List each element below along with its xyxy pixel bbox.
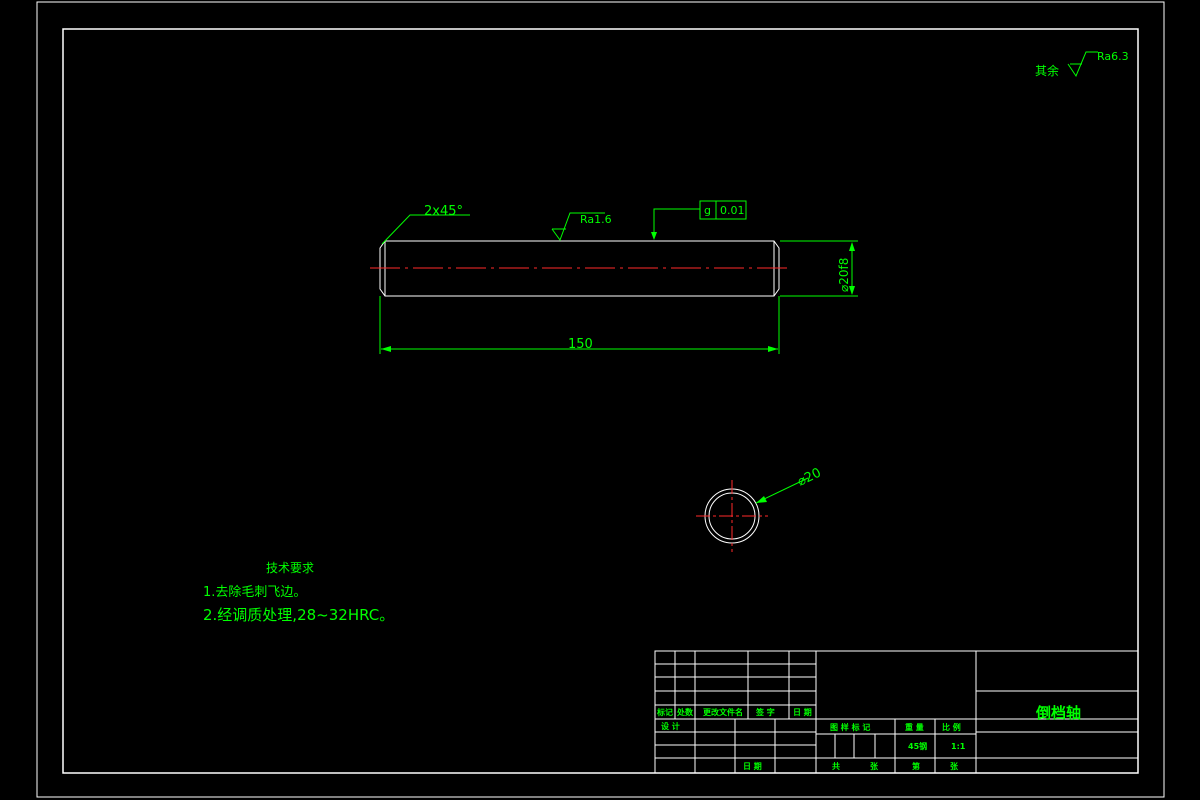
section-diameter-text: ⌀20 xyxy=(795,465,823,489)
chamfer-callout: 2x45° xyxy=(381,204,470,245)
length-dim: 150 xyxy=(379,296,780,354)
tech-req-item-2: 2.经调质处理,28~32HRC。 xyxy=(203,606,394,624)
tb-weight-label: 重 量 xyxy=(905,722,924,732)
chamfer-dim-text: 2x45° xyxy=(424,204,463,219)
shaft-front-view xyxy=(370,240,790,297)
tb-sheet-label: 张 xyxy=(870,762,879,771)
shaft-diameter-dim: ⌀20f8 xyxy=(780,240,858,297)
tb-signature-label: 签 字 xyxy=(755,707,775,717)
tb-count-label: 处数 xyxy=(676,707,694,717)
roughness-shaft-icon xyxy=(551,212,605,242)
tb-sheet-no-label: 第 xyxy=(912,761,920,771)
title-block-border xyxy=(654,650,1139,774)
dim-arrow-down-icon xyxy=(849,286,855,295)
title-block: 标记 处数 更改文件名 签 字 日 期 设 计 日 期 图 样 标 记 重 量 … xyxy=(654,650,1139,774)
tolerance-symbol: g xyxy=(704,204,711,217)
inner-frame xyxy=(62,28,1139,774)
roughness-other-value: Ra6.3 xyxy=(1097,50,1129,63)
length-dim-text: 150 xyxy=(568,337,593,352)
shaft-diameter-text: ⌀20f8 xyxy=(837,258,851,292)
tech-req-title: 技术要求 xyxy=(266,561,314,575)
length-arrow-left-icon xyxy=(381,346,391,352)
tb-ratio-label: 比 例 xyxy=(942,722,961,732)
roughness-general: 其余 Ra6.3 xyxy=(1035,50,1129,78)
tb-change-doc-label: 更改文件名 xyxy=(703,707,743,717)
tech-req-item-1: 1.去除毛刺飞边。 xyxy=(203,585,306,600)
tolerance-box xyxy=(699,200,747,220)
tb-total-label: 共 xyxy=(832,761,840,771)
tb-stage-mark-label: 图 样 标 记 xyxy=(830,722,870,732)
section-view: ⌀20 xyxy=(696,465,824,552)
roughness-other-label: 其余 xyxy=(1035,63,1059,78)
dim-arrow-up-icon xyxy=(849,242,855,251)
tb-date-label: 日 期 xyxy=(793,707,812,717)
tb-scale: 1:1 xyxy=(951,742,966,751)
tb-part-name: 倒档轴 xyxy=(1035,704,1081,722)
tb-mark-label: 标记 xyxy=(656,707,673,717)
tolerance-value: 0.01 xyxy=(720,204,745,217)
chamfer-leader xyxy=(381,214,470,245)
length-arrow-right-icon xyxy=(768,346,778,352)
section-arrow-icon xyxy=(756,496,767,503)
tb-sheet-unit-label: 张 xyxy=(950,762,959,771)
tolerance-arrow-icon xyxy=(651,232,657,240)
roughness-shaft-value: Ra1.6 xyxy=(580,213,612,226)
tb-material: 45钢 xyxy=(908,741,927,751)
roughness-shaft: Ra1.6 xyxy=(551,212,612,242)
technical-requirements: 技术要求 1.去除毛刺飞边。 2.经调质处理,28~32HRC。 xyxy=(203,561,394,624)
outer-frame xyxy=(36,1,1165,798)
tolerance-frame: g 0.01 xyxy=(651,200,747,240)
tb-review-date-label: 日 期 xyxy=(743,761,762,771)
tb-design-label: 设 计 xyxy=(661,721,680,731)
tolerance-leader xyxy=(653,208,700,238)
